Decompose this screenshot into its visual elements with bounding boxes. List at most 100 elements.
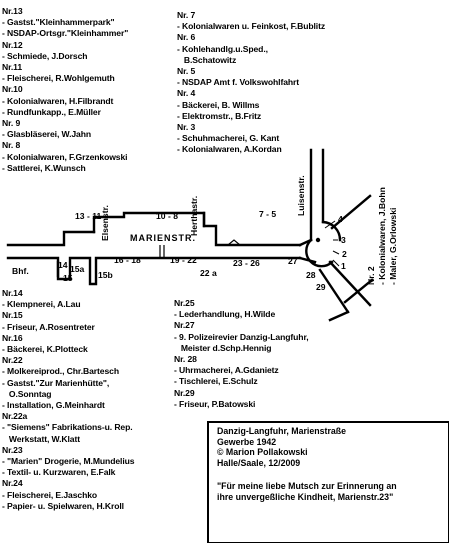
legend-line: Nr.12 <box>2 39 23 50</box>
legend-line: Nr.10 <box>2 84 23 95</box>
label-14: 14 <box>58 260 68 270</box>
legend-line: - Friseur, A.Rosentreter <box>2 321 95 332</box>
legend-line: - Kolonialwaren u. Feinkost, F.Bublitz <box>177 21 326 32</box>
legend-line: O.Sonntag <box>2 388 52 399</box>
legend-line: - Sattlerei, K.Wunsch <box>2 162 86 173</box>
label-station: Bhf. <box>12 266 29 276</box>
legend-line: Nr.11 <box>2 62 23 73</box>
legend-line: - Schuhmacherei, G. Kant <box>177 133 280 144</box>
diagonal-se-b <box>318 268 350 314</box>
legend-line: - Rundfunkapp., E.Müller <box>2 106 101 117</box>
street-label-elsenstr: Elsenstr. <box>100 205 110 241</box>
label-15a: 15a <box>70 264 85 274</box>
legend-line: - Friseur, P.Batowski <box>174 398 256 409</box>
legend-line: - Uhrmacherei, A.Gdanietz <box>174 365 279 376</box>
legend-line: - Kolonialwaren, A.Kordan <box>177 144 282 155</box>
label-16-18: 16 - 18 <box>114 255 141 265</box>
info-place-date: Halle/Saale, 12/2009 <box>217 457 301 468</box>
legend-line: Nr. 3 <box>177 122 196 133</box>
diagonal-se-a <box>328 260 372 307</box>
legend-line: Nr.27 <box>174 320 195 331</box>
legend-line: Werkstatt, W.Klatt <box>2 433 80 444</box>
legend-line: Nr. 9 <box>2 118 21 129</box>
info-title: Danzig-Langfuhr, Marienstraße <box>217 426 347 436</box>
info-box: Danzig-Langfuhr, Marienstraße Gewerbe 19… <box>207 421 449 543</box>
legend-line: Nr.16 <box>2 332 23 343</box>
label-28: 28 <box>306 270 316 280</box>
legend-line: Nr.29 <box>174 387 195 398</box>
legend-line: - Kolonialwaren, F.Grzenkowski <box>2 151 128 162</box>
legend-line: - 9. Polizeirevier Danzig-Langfuhr, <box>174 331 309 342</box>
legend-left-top: Nr.13- Gastst."Kleinhammerpark"- NSDAP-O… <box>2 6 128 174</box>
legend-line: - Gastst."Zur Marienhütte", <box>2 377 110 388</box>
legend-line: - Fleischerei, E.Jaschko <box>2 489 98 500</box>
legend-line: - Elektromstr., B.Fritz <box>177 110 262 121</box>
legend-line: Meister d.Schp.Hennig <box>174 342 272 353</box>
legend-line: Nr.13 <box>2 6 23 16</box>
label-29: 29 <box>316 282 326 292</box>
tower-marker <box>226 239 242 246</box>
label-27: 27 <box>288 256 298 266</box>
roundabout <box>305 238 334 268</box>
legend-line: Nr. 28 <box>174 354 197 365</box>
legend-line: - Tischlerei, E.Schulz <box>174 376 258 387</box>
legend-line: - Kohlehandlg.u.Sped., <box>177 43 268 54</box>
legend-line: Nr.23 <box>2 444 23 455</box>
legend-line: Nr.22 <box>2 355 23 366</box>
legend-line: Nr.14 <box>2 288 23 298</box>
label-23-26: 23 - 26 <box>233 258 260 268</box>
legend-line: - Schmiede, J.Dorsch <box>2 50 88 61</box>
label-15b: 15b <box>98 270 113 280</box>
legend-line: - "Marien" Drogerie, M.Mundelius <box>2 456 135 467</box>
legend-line: - Papier- u. Spielwaren, H.Kroll <box>2 500 124 511</box>
label-10-8: 10 - 8 <box>156 211 178 221</box>
label-3: 3 <box>341 235 346 245</box>
legend-line: - NSDAP Amt f. Volkswohlfahrt <box>177 77 300 88</box>
legend-line: Nr.22a <box>2 411 28 422</box>
label-13-11: 13 - 11 <box>75 211 102 221</box>
legend-line: - Installation, G.Meinhardt <box>2 400 105 411</box>
legend-line: - Klempnerei, A.Lau <box>2 299 81 310</box>
legend-line: - "Siemens" Fabrikations-u. Rep. <box>2 422 133 433</box>
legend-line: - Molkereiprod., Chr.Bartesch <box>2 366 119 377</box>
marienstr-north-edge <box>6 211 302 247</box>
legend-line: Nr.24 <box>2 478 23 489</box>
label-22a: 22 a <box>200 268 217 278</box>
label-15: 15 <box>63 273 73 283</box>
legend-line: - Gastst."Kleinhammerpark" <box>2 17 115 28</box>
legend-line: Nr.15 <box>2 310 23 321</box>
legend-line: - Kolonialwaren, J.Bohn <box>377 187 387 285</box>
legend-line: B.Schatowitz <box>177 54 237 65</box>
label-1: 1 <box>341 261 346 271</box>
legend-line: Nr.25 <box>174 298 195 308</box>
legend-right-top: Nr. 7- Kolonialwaren u. Feinkost, F.Bubl… <box>177 10 325 156</box>
street-label-herthastr: Herthastr. <box>189 195 199 236</box>
label-7-5: 7 - 5 <box>259 209 277 219</box>
legend-line: Nr. 6 <box>177 32 196 43</box>
info-dedication-1: "Für meine liebe Mutsch zur Erinnerung a… <box>217 481 397 491</box>
legend-line: - Lederhandlung, H.Wilde <box>174 309 276 320</box>
legend-line: - Fleischerei, R.Wohlgemuth <box>2 73 115 84</box>
legend-line: Nr. 5 <box>177 66 196 77</box>
diagonal-sw-a <box>343 278 374 304</box>
legend-line: - NSDAP-Ortsgr."Kleinhammer" <box>2 28 129 39</box>
street-label-marienstr: MARIENSTR. <box>130 233 196 243</box>
street-label-luisenstr: Luisenstr. <box>296 175 306 216</box>
info-author: © Marion Pollakowski <box>217 447 308 457</box>
legend-line: - Bäckerei, B. Willms <box>177 99 260 110</box>
legend-line: Nr. 8 <box>2 140 21 151</box>
label-2: 2 <box>342 249 347 259</box>
legend-line: - Maler, G.Orlowski <box>388 207 398 285</box>
legend-line: - Kolonialwaren, H.Filbrandt <box>2 95 114 106</box>
legend-line: - Textil- u. Kurzwaren, E.Falk <box>2 467 116 478</box>
legend-line: Nr. 4 <box>177 88 196 99</box>
label-19-22: 19 - 22 <box>170 255 197 265</box>
legend-line: - Glasbläserei, W.Jahn <box>2 129 92 140</box>
legend-line: - Bäckerei, K.Plotteck <box>2 344 88 355</box>
info-dedication-2: ihre unvergeßliche Kindheit, Marienstr.2… <box>217 491 394 502</box>
diagonal-sw-b <box>328 310 350 322</box>
legend-line: Nr. 2 <box>366 266 376 285</box>
